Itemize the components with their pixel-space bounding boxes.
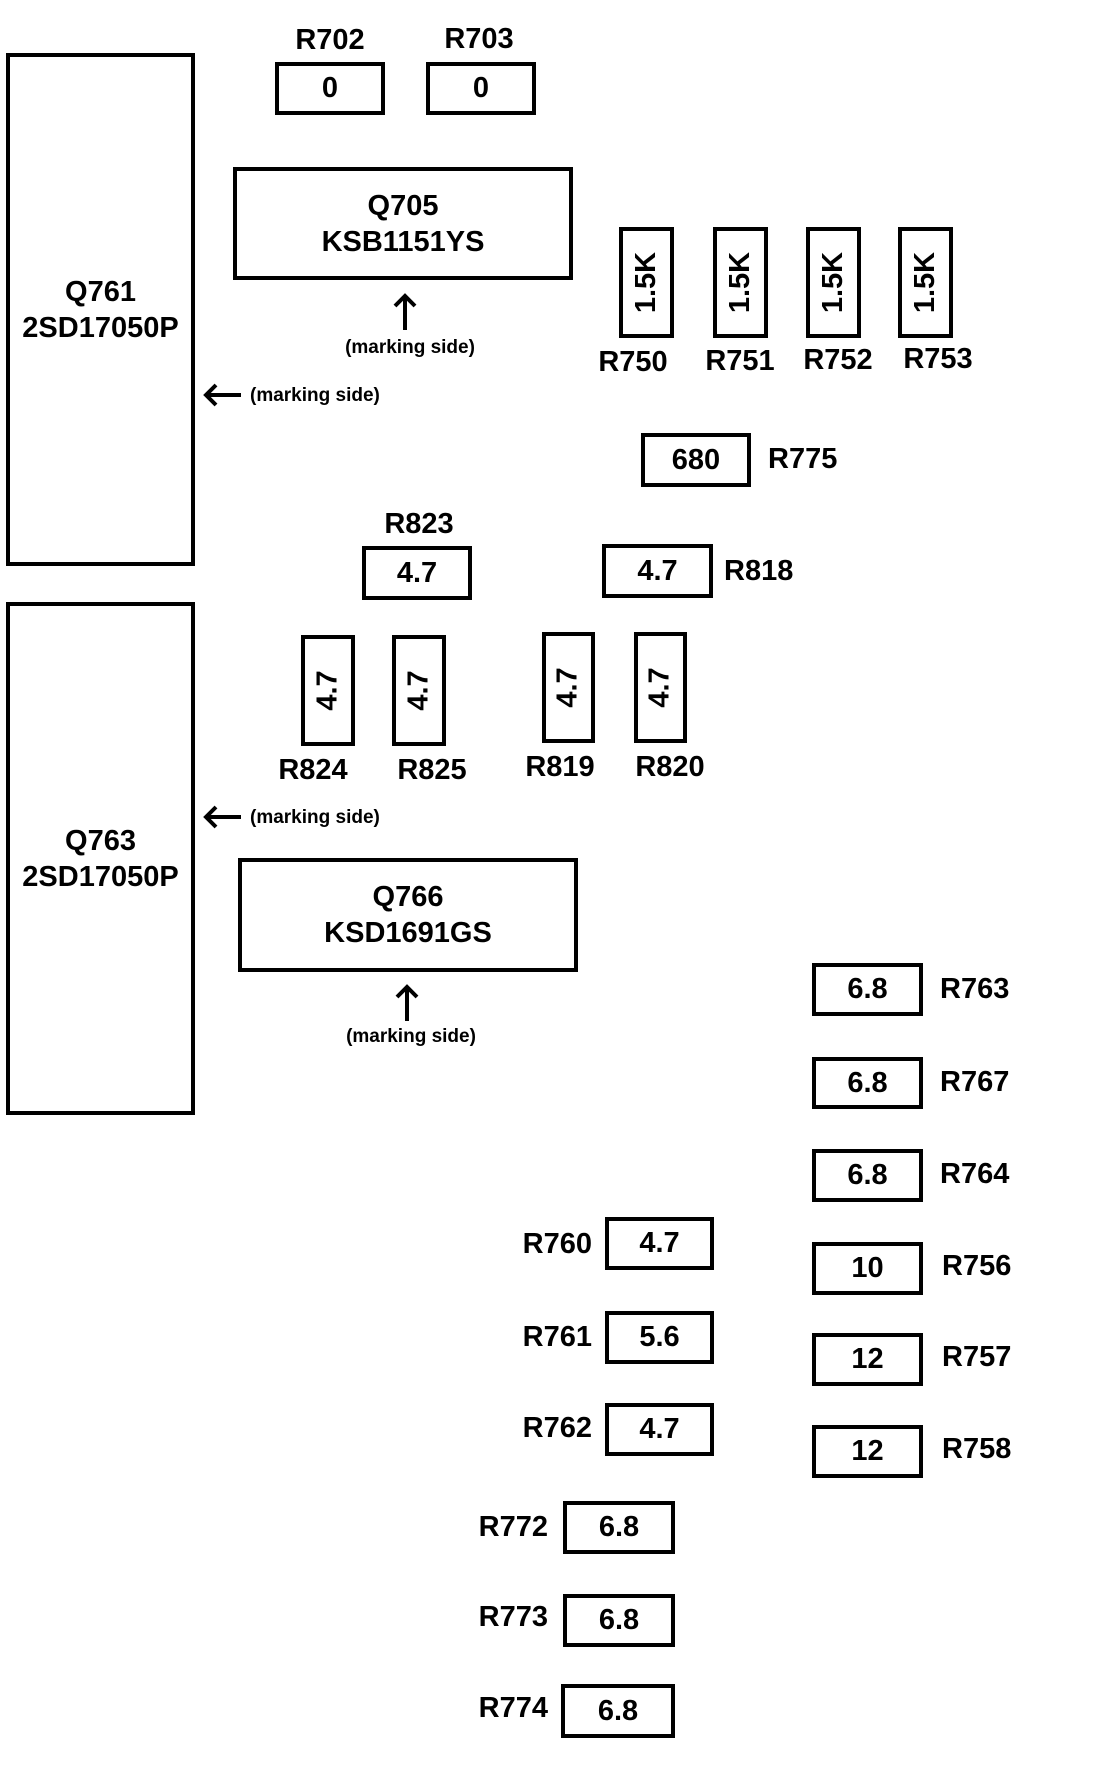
resistor-value: 6.8 [597,1694,639,1727]
label-r824: R824 [278,754,348,786]
label-r819: R819 [525,751,595,783]
transistor-ref: Q761 [65,275,136,308]
resistor-r824: 4.7 [301,635,355,746]
resistor-value: 1.5K [817,251,850,314]
label-r773: R773 [478,1601,548,1633]
label-r823: R823 [384,508,454,540]
resistor-r753: 1.5K [898,227,953,338]
resistor-r823: 4.7 [362,546,472,600]
label-r703: R703 [444,23,514,55]
resistor-r703: 0 [426,62,536,115]
resistor-value: 4.7 [639,1413,680,1445]
label-r764: R764 [940,1158,1010,1190]
resistor-r820: 4.7 [634,632,687,743]
label-r761: R761 [522,1321,592,1353]
resistor-value: 1.5K [909,251,942,314]
resistor-value: 4.7 [402,670,435,711]
resistor-value: 6.8 [598,1604,640,1636]
resistor-value: 12 [851,1343,884,1375]
resistor-r772: 6.8 [563,1501,675,1554]
transistor-ref: Q705 [367,189,439,222]
resistor-r774: 6.8 [561,1684,675,1738]
marking-side-note-q705: (marking side) [345,337,475,358]
label-r775: R775 [768,443,838,475]
arrow-left-icon [203,805,241,829]
label-r757: R757 [942,1341,1012,1373]
resistor-r757: 12 [812,1333,923,1386]
label-r760: R760 [522,1228,592,1260]
resistor-r702: 0 [275,62,385,115]
resistor-r756: 10 [812,1242,923,1295]
label-r767: R767 [940,1066,1010,1098]
resistor-r762: 4.7 [605,1403,714,1456]
resistor-value: 4.7 [637,554,678,587]
resistor-value: 6.8 [847,1066,888,1099]
resistor-value: 6.8 [847,1159,888,1191]
resistor-r761: 5.6 [605,1311,714,1364]
resistor-value: 680 [671,443,721,476]
label-r825: R825 [397,754,467,786]
marking-side-note-q761: (marking side) [250,385,380,406]
resistor-r751: 1.5K [713,227,768,338]
resistor-value: 10 [851,1252,884,1284]
resistor-value: 4.7 [639,1227,680,1259]
label-r750: R750 [598,346,668,378]
arrow-up-icon [395,984,419,1021]
transistor-q766: Q766 KSD1691GS [238,858,578,972]
label-r751: R751 [705,345,775,377]
label-r772: R772 [478,1511,548,1543]
arrow-left-icon [203,383,241,407]
marking-side-note-q763: (marking side) [250,807,380,828]
label-r774: R774 [478,1692,548,1724]
resistor-value: 12 [851,1435,884,1467]
resistor-value: 4.7 [551,667,584,708]
resistor-r752: 1.5K [806,227,861,338]
resistor-r750: 1.5K [619,227,674,338]
transistor-q761: Q761 2SD17050P [6,53,195,566]
label-r758: R758 [942,1433,1012,1465]
resistor-r825: 4.7 [392,635,446,746]
resistor-r819: 4.7 [542,632,595,743]
transistor-part: KSB1151YS [321,225,485,258]
transistor-part: 2SD17050P [22,860,179,893]
label-r763: R763 [940,973,1010,1005]
transistor-ref: Q766 [372,881,444,913]
resistor-r767: 6.8 [812,1057,923,1109]
label-r762: R762 [522,1412,592,1444]
resistor-value: 4.7 [311,670,344,711]
resistor-value: 1.5K [724,251,757,314]
transistor-part: KSD1691GS [324,917,492,949]
arrow-up-icon [393,293,417,330]
resistor-value: 0 [472,72,490,104]
resistor-value: 1.5K [630,251,663,314]
resistor-r764: 6.8 [812,1149,923,1202]
resistor-value: 6.8 [598,1511,640,1543]
resistor-value: 4.7 [643,667,676,708]
label-r818: R818 [724,555,794,587]
resistor-r818: 4.7 [602,544,713,598]
label-r756: R756 [942,1250,1012,1282]
label-r820: R820 [635,751,705,783]
resistor-value: 4.7 [396,556,438,589]
resistor-r763: 6.8 [812,963,923,1016]
resistor-r760: 4.7 [605,1217,714,1270]
resistor-r775: 680 [641,433,751,487]
transistor-ref: Q763 [65,824,136,857]
transistor-q763: Q763 2SD17050P [6,602,195,1115]
resistor-value: 5.6 [639,1321,680,1353]
resistor-value: 6.8 [847,973,888,1005]
marking-side-note-q766: (marking side) [346,1026,476,1047]
transistor-q705: Q705 KSB1151YS [233,167,573,280]
transistor-part: 2SD17050P [22,311,179,344]
resistor-value: 0 [321,72,339,104]
label-r752: R752 [803,344,873,376]
resistor-r773: 6.8 [563,1594,675,1647]
label-r753: R753 [903,343,973,375]
resistor-r758: 12 [812,1425,923,1478]
label-r702: R702 [295,24,365,56]
